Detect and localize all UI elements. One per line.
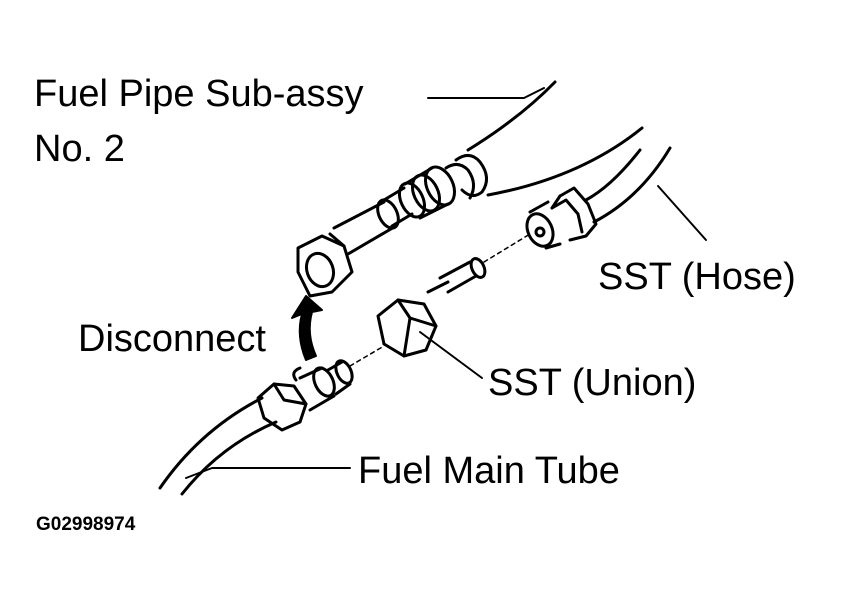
sst-hose <box>522 148 670 250</box>
label-fuel-main-tube: Fuel Main Tube <box>358 450 620 492</box>
label-sst-union: SST (Union) <box>488 362 697 404</box>
alignment-lines <box>350 234 530 366</box>
label-fuel-pipe-line2: No. 2 <box>34 128 125 170</box>
label-fuel-pipe-line1: Fuel Pipe Sub-assy <box>34 73 364 115</box>
fuel-pipe-sub-assy <box>298 82 642 296</box>
disconnect-arrow <box>292 296 322 360</box>
label-disconnect: Disconnect <box>78 318 266 360</box>
figure-code: G02998974 <box>36 514 136 535</box>
fuel-main-tube <box>160 358 355 494</box>
sst-union <box>378 256 488 356</box>
leader-lines <box>186 88 706 478</box>
label-sst-hose: SST (Hose) <box>598 256 796 298</box>
